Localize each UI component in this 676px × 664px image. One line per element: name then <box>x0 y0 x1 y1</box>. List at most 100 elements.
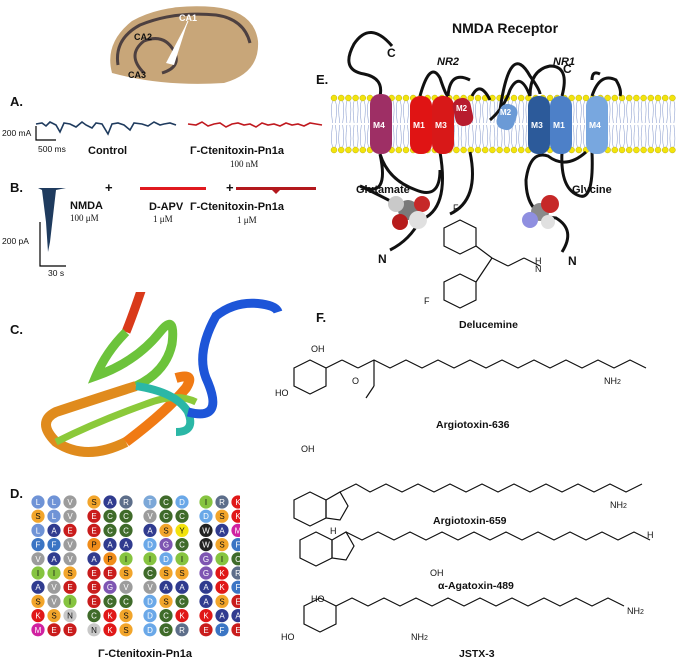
lipid-head <box>568 94 575 102</box>
lipid-head <box>633 94 640 102</box>
residue-letter: W <box>202 541 210 550</box>
panel-f-label: F. <box>316 310 327 325</box>
residue-letter: V <box>147 583 153 592</box>
residue-circle <box>199 495 213 509</box>
atom-h-agatoxin-end: H <box>647 530 654 540</box>
residue-letter: I <box>181 555 183 564</box>
residue-circle <box>103 580 117 594</box>
residue-circle <box>47 623 61 637</box>
residue-letter: A <box>219 526 225 535</box>
residue-letter: L <box>36 526 41 535</box>
atom-ho-argio636: HO <box>275 388 289 398</box>
residue-letter: K <box>219 569 225 578</box>
residue-circle <box>199 509 213 523</box>
nr2-m1-helix <box>410 96 432 154</box>
helix-label-m2-nr1: M2 <box>500 108 512 117</box>
atom-n-delucemine: N <box>535 264 542 274</box>
residue-letter: K <box>35 612 41 621</box>
residue-circle <box>159 566 173 580</box>
residue-circle <box>215 523 229 537</box>
residue-letter: K <box>235 512 240 521</box>
lipid-head <box>582 94 590 102</box>
residue-circle <box>175 495 189 509</box>
residue-circle <box>215 580 229 594</box>
atom-ho2-jstx: HO <box>281 632 295 642</box>
nmda-trace <box>38 188 66 252</box>
atom-oh-agatoxin: OH <box>430 568 444 578</box>
residue-letter: D <box>147 612 153 621</box>
residue-circle <box>143 580 157 594</box>
nmda-receptor-diagram <box>330 31 676 253</box>
residue-circle <box>119 495 133 509</box>
lipid-head <box>654 94 662 102</box>
residue-letter: A <box>35 583 41 592</box>
residue-circle <box>87 523 101 537</box>
ca3-label: CA3 <box>128 70 147 80</box>
lipid-tail <box>345 124 352 148</box>
lipid-tail <box>576 124 582 148</box>
lipid-head <box>402 146 410 154</box>
sequence-circles: LSLFVIASKMLLAFAIVVSEVVEVVSEINESEEPAEEECN… <box>31 495 245 637</box>
lipid-tail <box>633 100 640 124</box>
residue-circle <box>215 552 229 566</box>
residue-letter: V <box>123 583 129 592</box>
lipid-tail <box>669 100 676 124</box>
lipid-head <box>503 146 511 154</box>
n-terminus-right: N <box>568 254 577 268</box>
residue-letter: S <box>219 541 224 550</box>
residue-letter: D <box>147 597 153 606</box>
residue-letter: C <box>123 512 129 521</box>
lipid-head <box>517 146 525 154</box>
nr2-label: NR2 <box>437 56 460 68</box>
plus-2: + <box>226 180 234 195</box>
residue-circle <box>215 609 229 623</box>
atom-oh-argio659: OH <box>301 444 315 454</box>
lipid-head <box>337 94 345 102</box>
residue-letter: C <box>235 555 240 564</box>
residue-circle <box>63 594 77 608</box>
lipid-tail <box>619 100 625 124</box>
residue-circle <box>143 495 157 509</box>
residue-letter: C <box>179 541 185 550</box>
residue-letter: M <box>35 626 42 635</box>
residue-letter: C <box>107 526 113 535</box>
lipid-head <box>626 94 633 102</box>
residue-circle <box>103 566 117 580</box>
argiotoxin-659-label: Argiotoxin-659 <box>433 515 507 527</box>
residue-circle <box>87 552 101 566</box>
lipid-head <box>662 94 669 102</box>
residue-letter: C <box>163 612 169 621</box>
lipid-tail <box>626 100 632 124</box>
lipid-tail <box>648 100 654 124</box>
lipid-head <box>662 146 669 154</box>
lipid-head <box>611 146 618 154</box>
lipid-head <box>654 146 662 154</box>
residue-circle <box>143 594 157 608</box>
toxin-trace-b <box>236 187 316 194</box>
residue-letter: E <box>107 569 112 578</box>
chemical-structures <box>293 219 651 633</box>
lipid-head <box>633 146 640 154</box>
atom-oh-argio636: OH <box>311 344 325 354</box>
residue-letter: M <box>235 526 240 535</box>
lipid-head <box>345 94 352 102</box>
residue-circle <box>63 566 77 580</box>
lipid-head <box>546 94 554 102</box>
residue-letter: G <box>107 583 113 592</box>
residue-circle <box>159 609 173 623</box>
residue-letter: F <box>52 541 57 550</box>
residue-circle <box>175 623 189 637</box>
plus-1: + <box>105 180 113 195</box>
residue-letter: V <box>67 555 73 564</box>
lipid-head <box>489 146 496 154</box>
residue-letter: R <box>219 498 225 507</box>
lipid-head <box>359 146 366 154</box>
residue-letter: E <box>203 626 208 635</box>
lipid-tail <box>345 100 352 124</box>
residue-letter: E <box>91 583 96 592</box>
ca1-label: CA1 <box>179 13 198 23</box>
lipid-tail <box>518 100 524 124</box>
residue-circle <box>199 623 213 637</box>
toxin-conc-a: 100 nM <box>230 159 259 169</box>
residue-circle <box>87 509 101 523</box>
